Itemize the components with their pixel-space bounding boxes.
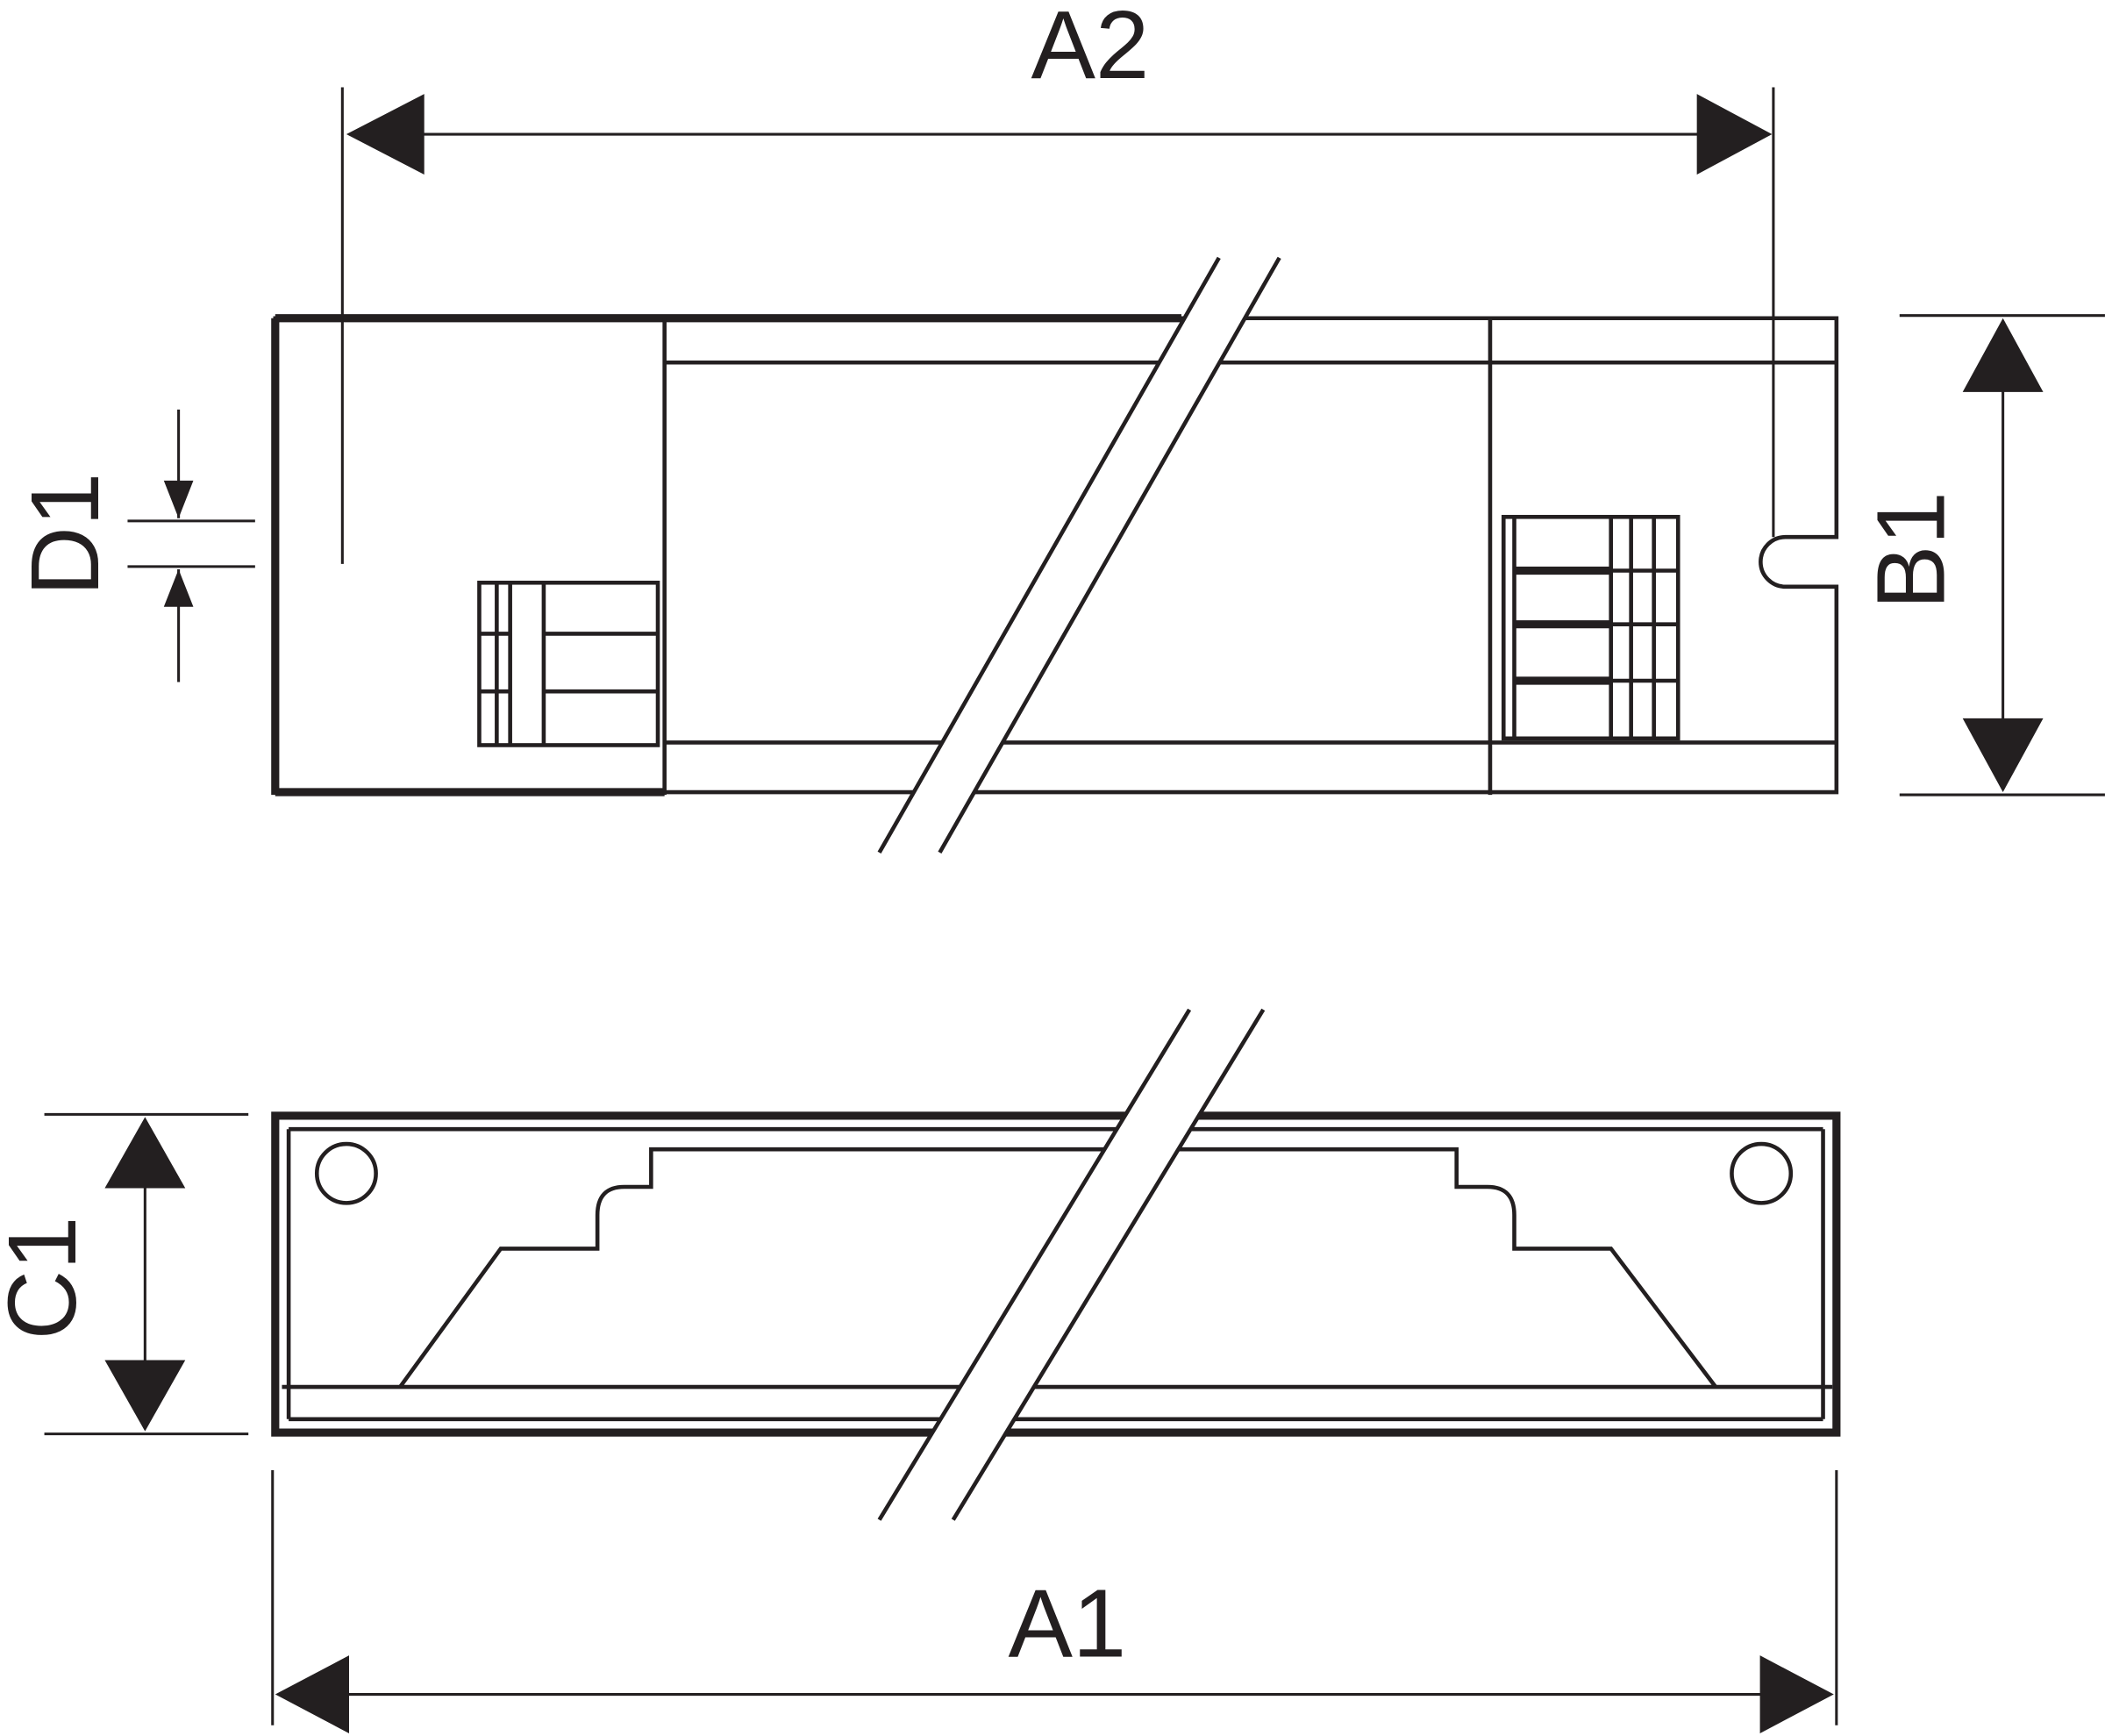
mounting-hole-right [1730,1141,1794,1205]
label-b1: B1 [1857,491,1965,610]
top-view: A2 B1 D1 [11,0,2105,854]
label-a1: A1 [1008,1570,1126,1678]
dimension-a1: A1 [271,1469,1838,1733]
label-a2: A2 [1031,0,1149,99]
dimension-b1: B1 [1857,314,2105,797]
top-view-left-edge [271,314,1181,797]
label-c1: C1 [0,1217,96,1340]
side-view-outline [271,1111,1841,1437]
left-terminal-block [477,580,660,747]
housing-profile [398,1147,1717,1389]
mounting-hole-left [314,1141,378,1205]
top-break-marks [877,256,1281,854]
side-break-marks [877,1008,1266,1521]
dimension-a2: A2 [340,0,1775,564]
label-d1: D1 [11,473,119,597]
top-view-outline [273,316,1839,795]
right-terminal-block [1501,514,1680,741]
dimension-d1: D1 [11,409,255,682]
side-view: C1 A1 [0,1008,1841,1733]
dimension-c1: C1 [0,1112,249,1436]
